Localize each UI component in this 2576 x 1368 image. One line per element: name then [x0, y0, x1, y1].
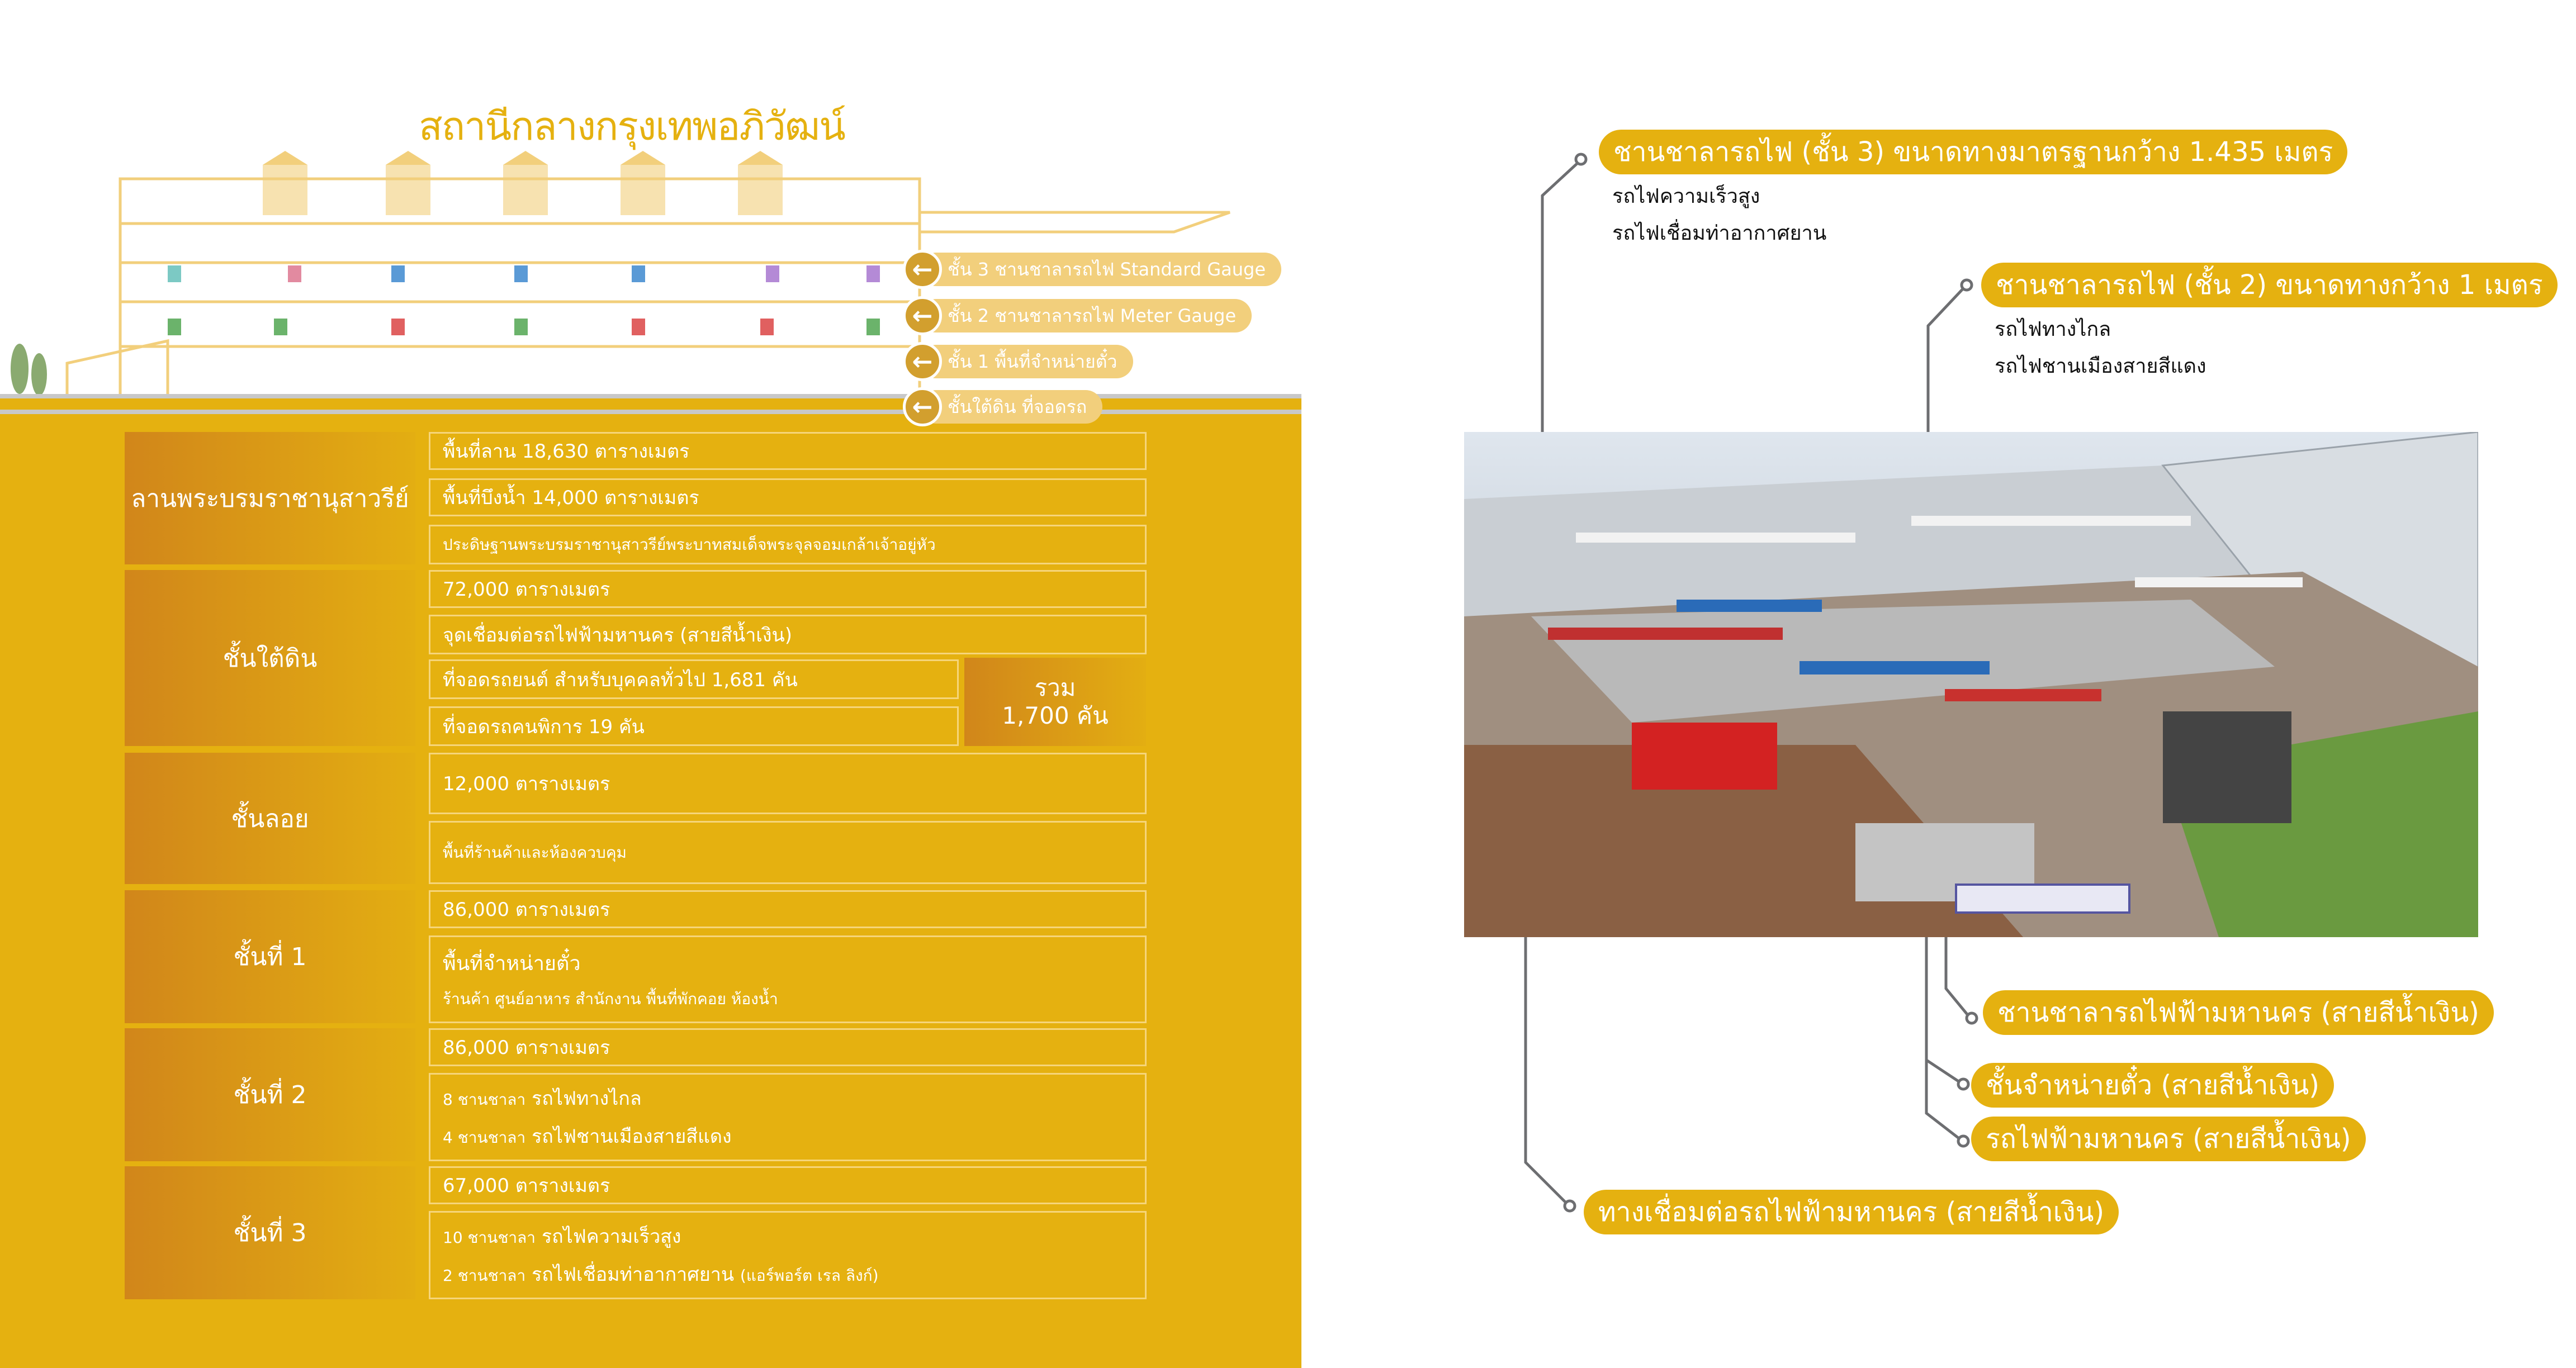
legend-label: ชั้น 3 ชานชาลารถไฟ Standard Gauge: [920, 253, 1282, 286]
table-cell: 67,000 ตารางเมตร: [429, 1166, 1147, 1204]
legend-label: ชั้น 2 ชานชาลารถไฟ Meter Gauge: [920, 299, 1252, 332]
platform-count: 4 ชานชาลา: [443, 1128, 526, 1147]
train-type: รถไฟทางไกล: [532, 1087, 642, 1110]
callout-item: รถไฟชานเมืองสายสีแดง: [1995, 355, 2206, 378]
train-type: รถไฟเชื่อมท่าอากาศยาน: [532, 1264, 735, 1286]
cell-line: 2 ชานชาลา รถไฟเชื่อมท่าอากาศยาน (แอร์พอร…: [443, 1259, 1133, 1289]
train-type: รถไฟความเร็วสูง: [541, 1226, 681, 1248]
cell-line: 4 ชานชาลา รถไฟชานเมืองสายสีแดง: [443, 1121, 1133, 1151]
train-type: รถไฟชานเมืองสายสีแดง: [532, 1125, 732, 1148]
station-cutaway-image: [1464, 432, 2478, 937]
train-note: (แอร์พอร์ต เรล ลิงก์): [740, 1266, 879, 1285]
table-cell: 72,000 ตารางเมตร: [429, 570, 1147, 608]
platform-count: 8 ชานชาลา: [443, 1090, 526, 1109]
row-label-floor-3: ชั้นที่ 3: [125, 1166, 415, 1299]
page-title: สถานีกลางกรุงเทพอภิวัฒน์: [419, 103, 846, 149]
legend-label: ชั้นใต้ดิน ที่จอดรถ: [920, 390, 1103, 424]
callout-item: รถไฟทางไกล: [1995, 318, 2111, 341]
arrow-left-icon: ←: [903, 387, 942, 426]
table-cell: จุดเชื่อมต่อรถไฟฟ้ามหานคร (สายสีน้ำเงิน): [429, 615, 1147, 654]
callout-mrt-train: รถไฟฟ้ามหานคร (สายสีน้ำเงิน): [1971, 1117, 2366, 1161]
table-cell: พื้นที่บึงน้ำ 14,000 ตารางเมตร: [429, 478, 1147, 516]
legend-floor-1: ←ชั้น 1 พื้นที่จำหน่ายตั๋ว: [903, 342, 1133, 381]
cell-line: 10 ชานชาลา รถไฟความเร็วสูง: [443, 1221, 1133, 1251]
table-cell: ที่จอดรถยนต์ สำหรับบุคคลทั่วไป 1,681 คัน: [429, 659, 959, 699]
table-cell: ประดิษฐานพระบรมราชานุสาวรีย์พระบาทสมเด็จ…: [429, 525, 1147, 564]
arrow-left-icon: ←: [903, 342, 942, 381]
platform-count: 2 ชานชาลา: [443, 1266, 526, 1285]
callout-item: รถไฟเชื่อมท่าอากาศยาน: [1612, 222, 1827, 245]
callout-mrt-connection: ทางเชื่อมต่อรถไฟฟ้ามหานคร (สายสีน้ำเงิน): [1584, 1190, 2119, 1234]
row-label-plaza: ลานพระบรมราชานุสาวรีย์: [125, 432, 415, 564]
arrow-left-icon: ←: [903, 250, 942, 289]
row-label-basement: ชั้นใต้ดิน: [125, 570, 415, 746]
table-cell: 86,000 ตารางเมตร: [429, 890, 1147, 928]
table-cell: พื้นที่ลาน 18,630 ตารางเมตร: [429, 432, 1147, 470]
callout-item: รถไฟความเร็วสูง: [1612, 185, 1760, 208]
table-cell: ที่จอดรถคนพิการ 19 คัน: [429, 706, 959, 746]
row-label-floor-1: ชั้นที่ 1: [125, 890, 415, 1023]
arrow-left-icon: ←: [903, 296, 942, 335]
cell-line: พื้นที่จำหน่ายตั๋ว: [443, 952, 581, 975]
table-cell: 86,000 ตารางเมตร: [429, 1028, 1147, 1066]
row-label-floor-2: ชั้นที่ 2: [125, 1028, 415, 1161]
callout-mrt-platform: ชานชาลารถไฟฟ้ามหานคร (สายสีน้ำเงิน): [1983, 990, 2494, 1035]
table-cell: 8 ชานชาลา รถไฟทางไกล 4 ชานชาลา รถไฟชานเม…: [429, 1073, 1147, 1161]
cell-line: 8 ชานชาลา รถไฟทางไกล: [443, 1083, 1133, 1113]
table-cell: 12,000 ตารางเมตร: [429, 753, 1147, 814]
station-building-illustration: [11, 151, 1230, 398]
callout-mrt-ticket: ชั้นจำหน่ายตั๋ว (สายสีน้ำเงิน): [1971, 1063, 2334, 1108]
legend-basement: ←ชั้นใต้ดิน ที่จอดรถ: [903, 387, 1103, 426]
callout-floor-3: ชานชาลารถไฟ (ชั้น 3) ขนาดทางมาตรฐานกว้าง…: [1599, 130, 2348, 174]
ground-strip: [0, 394, 1301, 414]
total-value: 1,700 คัน: [1002, 702, 1109, 729]
table-cell: พื้นที่จำหน่ายตั๋ว ร้านค้า ศูนย์อาหาร สำ…: [429, 935, 1147, 1023]
callout-floor-2: ชานชาลารถไฟ (ชั้น 2) ขนาดทางกว้าง 1 เมตร: [1981, 263, 2558, 307]
legend-floor-3: ←ชั้น 3 ชานชาลารถไฟ Standard Gauge: [903, 250, 1282, 289]
cell-line: ร้านค้า ศูนย์อาหาร สำนักงาน พื้นที่พักคอ…: [443, 990, 778, 1008]
legend-floor-2: ←ชั้น 2 ชานชาลารถไฟ Meter Gauge: [903, 296, 1252, 335]
legend-label: ชั้น 1 พื้นที่จำหน่ายตั๋ว: [920, 345, 1133, 378]
table-cell: 10 ชานชาลา รถไฟความเร็วสูง 2 ชานชาลา รถไ…: [429, 1211, 1147, 1299]
total-label: รวม: [1034, 673, 1076, 701]
row-label-mezzanine: ชั้นลอย: [125, 753, 415, 884]
platform-count: 10 ชานชาลา: [443, 1228, 536, 1247]
table-cell: พื้นที่ร้านค้าและห้องควบคุม: [429, 821, 1147, 884]
